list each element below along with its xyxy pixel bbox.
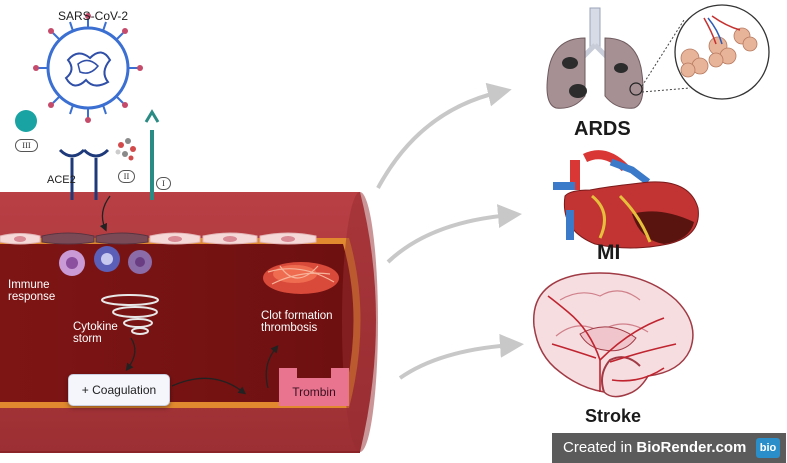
molecule-i [144, 109, 160, 200]
marker-iii: III [15, 139, 38, 152]
clot-formation-line1: Clot formation [261, 310, 333, 322]
marker-i: I [156, 177, 171, 190]
immune-response-line1: Immune [8, 279, 50, 291]
molecule-iii [15, 110, 37, 132]
trombin-arrow [265, 344, 279, 389]
watermark-text: Created in BioRender.com [563, 433, 746, 463]
lungs-illustration [546, 4, 770, 109]
arrow-to-ards [376, 82, 512, 189]
blood-clot [263, 262, 339, 294]
coagulation-box: + Coagulation [68, 374, 170, 406]
ace2-receptors [58, 148, 110, 200]
watermark-brand: BioRender.com [636, 439, 747, 456]
cytokine-arrow [125, 337, 136, 372]
molecule-ii [115, 138, 136, 161]
mi-label: MI [597, 241, 621, 264]
marker-ii: II [118, 170, 135, 183]
virus-title: SARS-CoV-2 [58, 9, 129, 23]
virus-particle [33, 13, 143, 123]
clot-formation-line2: thrombosis [261, 322, 318, 334]
immune-response-line2: response [8, 291, 56, 303]
cytokine-storm-line2: storm [73, 333, 102, 345]
blood-vessel [0, 192, 378, 453]
cytokine-storm-line1: Cytokine [73, 321, 118, 333]
brain-illustration [533, 272, 694, 398]
cytokine-storm [101, 294, 159, 335]
stroke-label: Stroke [585, 406, 642, 426]
ards-label: ARDS [574, 118, 631, 140]
ace2-label: ACE2 [47, 174, 76, 186]
heart-illustration [553, 150, 699, 249]
endothelial-cells [0, 232, 317, 245]
trombin-shape [279, 368, 349, 406]
trombin-label: Trombin [292, 385, 336, 399]
arrow-to-stroke [398, 333, 524, 380]
arrow-to-mi [386, 204, 522, 264]
biorender-watermark: Created in BioRender.com bio [552, 433, 786, 463]
biorender-logo: bio [756, 438, 780, 458]
immune-cells [59, 246, 152, 276]
watermark-prefix: Created in [563, 439, 637, 456]
coagulation-arrow [171, 377, 247, 395]
entry-arrow [99, 195, 111, 232]
